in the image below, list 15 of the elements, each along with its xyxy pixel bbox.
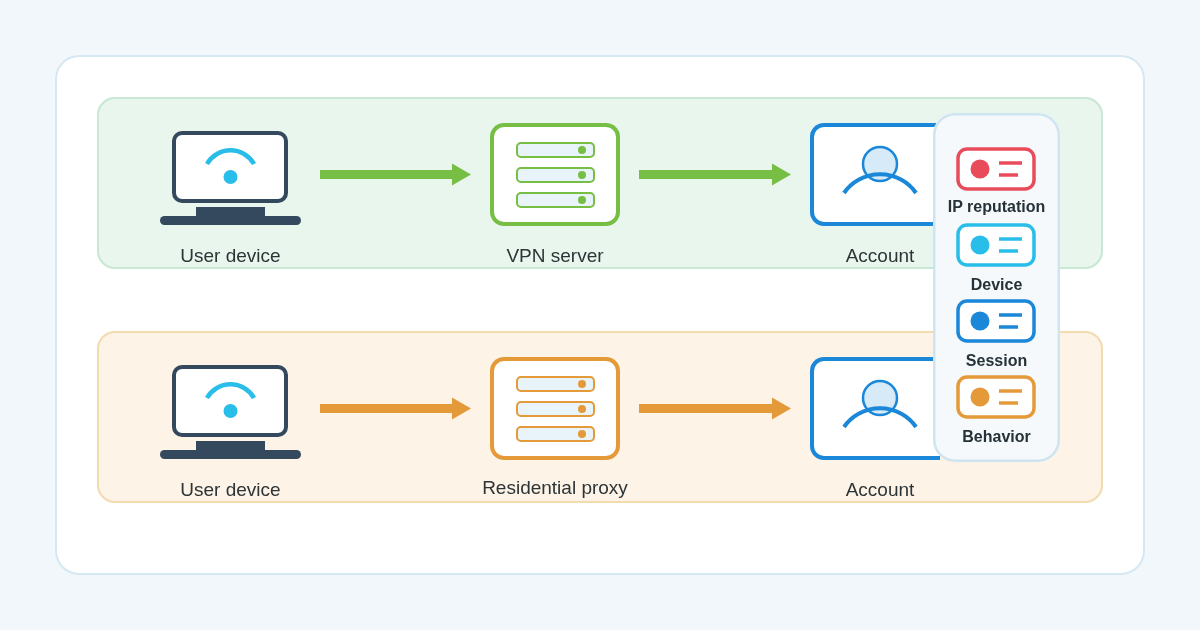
node-label: Account xyxy=(845,479,915,501)
signal-label: Behavior xyxy=(962,426,1031,446)
node-label: User device xyxy=(180,479,281,501)
signal-panel xyxy=(933,113,1060,462)
signal-label: IP reputation xyxy=(947,196,1046,216)
node-label: User device xyxy=(180,245,281,267)
arrow xyxy=(320,397,471,420)
node-label: Residential proxy xyxy=(482,477,628,499)
signal-label: Session xyxy=(965,350,1028,370)
node-label: VPN server xyxy=(506,245,604,267)
arrow xyxy=(320,163,471,186)
arrow xyxy=(639,163,791,186)
signal-label: Device xyxy=(970,274,1023,294)
node-label: Account xyxy=(845,245,915,267)
arrow xyxy=(639,397,791,420)
